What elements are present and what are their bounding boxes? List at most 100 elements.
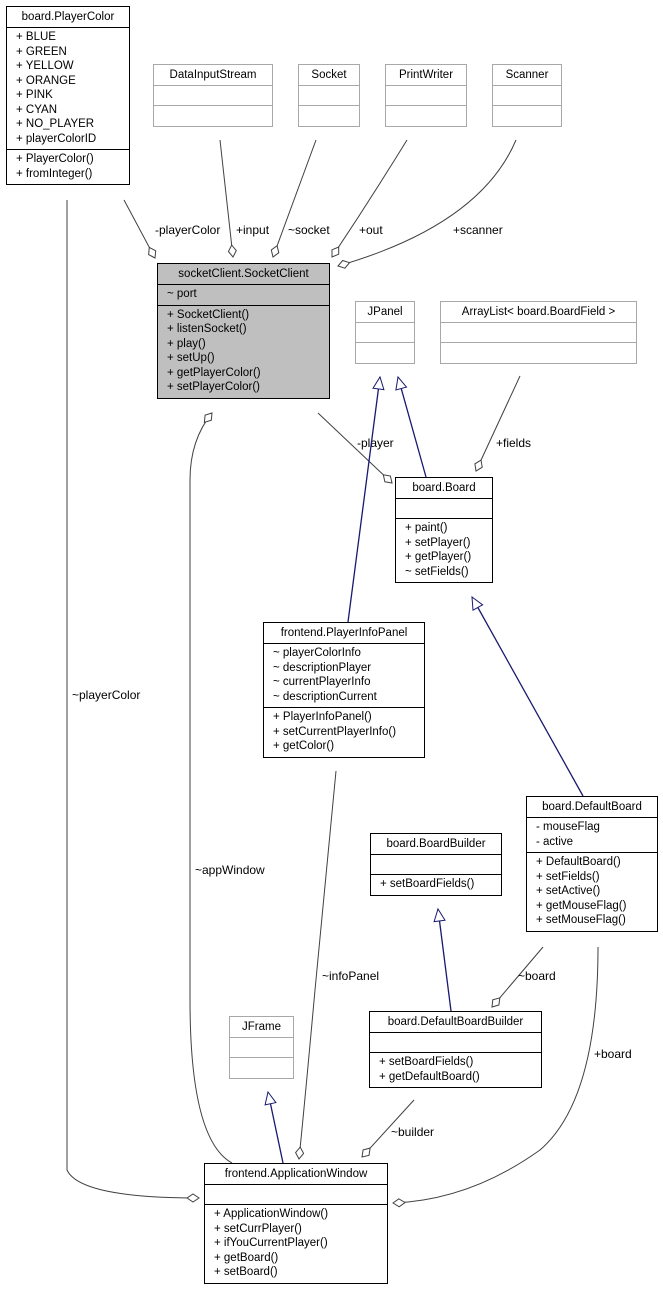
- attribute-line: + CYAN: [16, 103, 58, 116]
- class-attributes: - mouseFlag - active: [527, 818, 657, 853]
- class-name: Socket: [299, 65, 359, 86]
- relation-line: [347, 376, 381, 623]
- inheritance-arrowhead: [395, 375, 408, 391]
- class-box[interactable]: DataInputStream: [153, 64, 273, 127]
- class-name: socketClient.SocketClient: [158, 264, 329, 285]
- aggregation-diamond: [337, 259, 351, 269]
- class-name: JFrame: [230, 1017, 293, 1038]
- relation-label: +fields: [496, 436, 531, 450]
- attribute-line: + ORANGE: [16, 74, 76, 87]
- class-attributes: ~ playerColorInfo~ descriptionPlayer~ cu…: [264, 644, 424, 708]
- relation-label: ~builder: [391, 1125, 434, 1139]
- operation-line: + setCurrentPlayerInfo(): [273, 725, 397, 738]
- class-attributes: [370, 1033, 541, 1053]
- aggregation-diamond: [474, 459, 483, 472]
- class-operations: + paint()+ setPlayer()+ getPlayer()~ set…: [396, 519, 492, 582]
- relation-label: -playerColor: [155, 223, 220, 237]
- attribute-line: ~ descriptionPlayer: [273, 661, 372, 674]
- class-box[interactable]: PrintWriter: [385, 64, 467, 127]
- attribute-line: ~ port: [167, 288, 197, 300]
- relation-line: [397, 376, 427, 478]
- operation-line: + getPlayerColor(): [167, 366, 261, 379]
- operation-line: + ifYouCurrentPlayer(): [214, 1237, 328, 1249]
- relation-label: +out: [359, 223, 383, 237]
- attribute-line: ~ descriptionCurrent: [273, 690, 377, 703]
- class-box[interactable]: board.DefaultBoard- mouseFlag- active+ D…: [526, 796, 658, 932]
- operation-line: + getBoard(): [214, 1251, 279, 1264]
- relation-label: ~playerColor: [72, 688, 140, 702]
- aggregation-diamond: [361, 1147, 371, 1158]
- class-attributes: [371, 855, 501, 875]
- class-attributes: + BLUE+ GREEN+ YELLOW+ ORANGE+ PINK+ CYA…: [7, 28, 129, 150]
- class-box[interactable]: frontend.PlayerInfoPanel~ playerColorInf…: [263, 622, 425, 758]
- relation-line: [317, 412, 393, 484]
- attribute-line: ~ playerColorInfo: [273, 647, 361, 659]
- operation-line: + getColor(): [273, 740, 335, 752]
- relation-label: ~socket: [288, 223, 330, 237]
- operation-line: + setMouseFlag(): [536, 914, 626, 926]
- class-box[interactable]: socketClient.SocketClient~ port+ SocketC…: [157, 263, 330, 399]
- operation-line: + PlayerInfoPanel(): [273, 711, 372, 723]
- class-attributes: [356, 323, 414, 343]
- relation-line: [272, 139, 317, 258]
- operation-line: + listenSocket(): [167, 323, 247, 335]
- class-attributes: [205, 1185, 387, 1205]
- aggregation-diamond: [382, 474, 393, 484]
- class-box[interactable]: JFrame: [229, 1016, 294, 1079]
- class-box[interactable]: Socket: [298, 64, 360, 127]
- aggregation-diamond: [148, 246, 157, 259]
- class-box[interactable]: ArrayList< board.BoardField >: [440, 301, 637, 364]
- aggregation-diamond: [270, 244, 280, 258]
- operation-line: + setPlayer(): [405, 536, 471, 549]
- operation-line: + DefaultBoard(): [536, 856, 621, 868]
- relation-line: [491, 946, 544, 1008]
- class-box[interactable]: JPanel: [355, 301, 415, 364]
- class-attributes: ~ port: [158, 285, 329, 306]
- class-box[interactable]: board.Board+ paint()+ setPlayer()+ getPl…: [395, 477, 493, 583]
- operation-line: + setBoardFields(): [380, 878, 475, 890]
- relation-line: [437, 908, 452, 1012]
- aggregation-diamond: [186, 1193, 200, 1203]
- class-box[interactable]: frontend.ApplicationWindow+ ApplicationW…: [204, 1163, 388, 1284]
- operation-line: + setBoard(): [214, 1266, 278, 1278]
- class-box[interactable]: board.DefaultBoardBuilder+ setBoardField…: [369, 1011, 542, 1088]
- aggregation-diamond: [295, 1146, 305, 1160]
- aggregation-diamond: [227, 244, 237, 258]
- relation-label: ~board: [518, 969, 556, 983]
- relation-label: ~infoPanel: [322, 969, 379, 983]
- attribute-line: + YELLOW: [16, 60, 74, 72]
- class-box[interactable]: board.PlayerColor+ BLUE+ GREEN+ YELLOW+ …: [6, 6, 130, 185]
- operation-line: + setPlayerColor(): [167, 381, 260, 393]
- class-name: JPanel: [356, 302, 414, 323]
- class-operations: + setBoardFields(): [371, 875, 501, 895]
- class-attributes: [154, 86, 272, 106]
- operation-line: + setActive(): [536, 885, 601, 897]
- inheritance-arrowhead: [372, 375, 385, 391]
- attribute-line: + PINK: [16, 89, 53, 101]
- aggregation-diamond: [392, 1198, 406, 1208]
- class-attributes: [493, 86, 561, 106]
- attribute-line: - mouseFlag: [536, 821, 600, 833]
- relation-line: [298, 770, 337, 1160]
- inheritance-arrowhead: [433, 907, 446, 923]
- class-box[interactable]: Scanner: [492, 64, 562, 127]
- operation-line: + setCurrPlayer(): [214, 1222, 302, 1235]
- class-name: board.PlayerColor: [7, 7, 129, 28]
- class-name: ArrayList< board.BoardField >: [441, 302, 636, 323]
- class-operations: [299, 106, 359, 126]
- class-name: board.BoardBuilder: [371, 834, 501, 855]
- operation-line: + play(): [167, 337, 206, 350]
- class-attributes: [386, 86, 466, 106]
- class-operations: [386, 106, 466, 126]
- class-box[interactable]: board.BoardBuilder + setBoardFields(): [370, 833, 502, 896]
- class-operations: [493, 106, 561, 126]
- relation-line: [337, 139, 517, 267]
- inheritance-arrowhead: [264, 1090, 277, 1106]
- operation-line: + paint(): [405, 522, 448, 534]
- attribute-line: - active: [536, 835, 574, 848]
- relation-line: [219, 139, 234, 258]
- class-name: PrintWriter: [386, 65, 466, 86]
- class-name: Scanner: [493, 65, 561, 86]
- class-operations: [230, 1058, 293, 1078]
